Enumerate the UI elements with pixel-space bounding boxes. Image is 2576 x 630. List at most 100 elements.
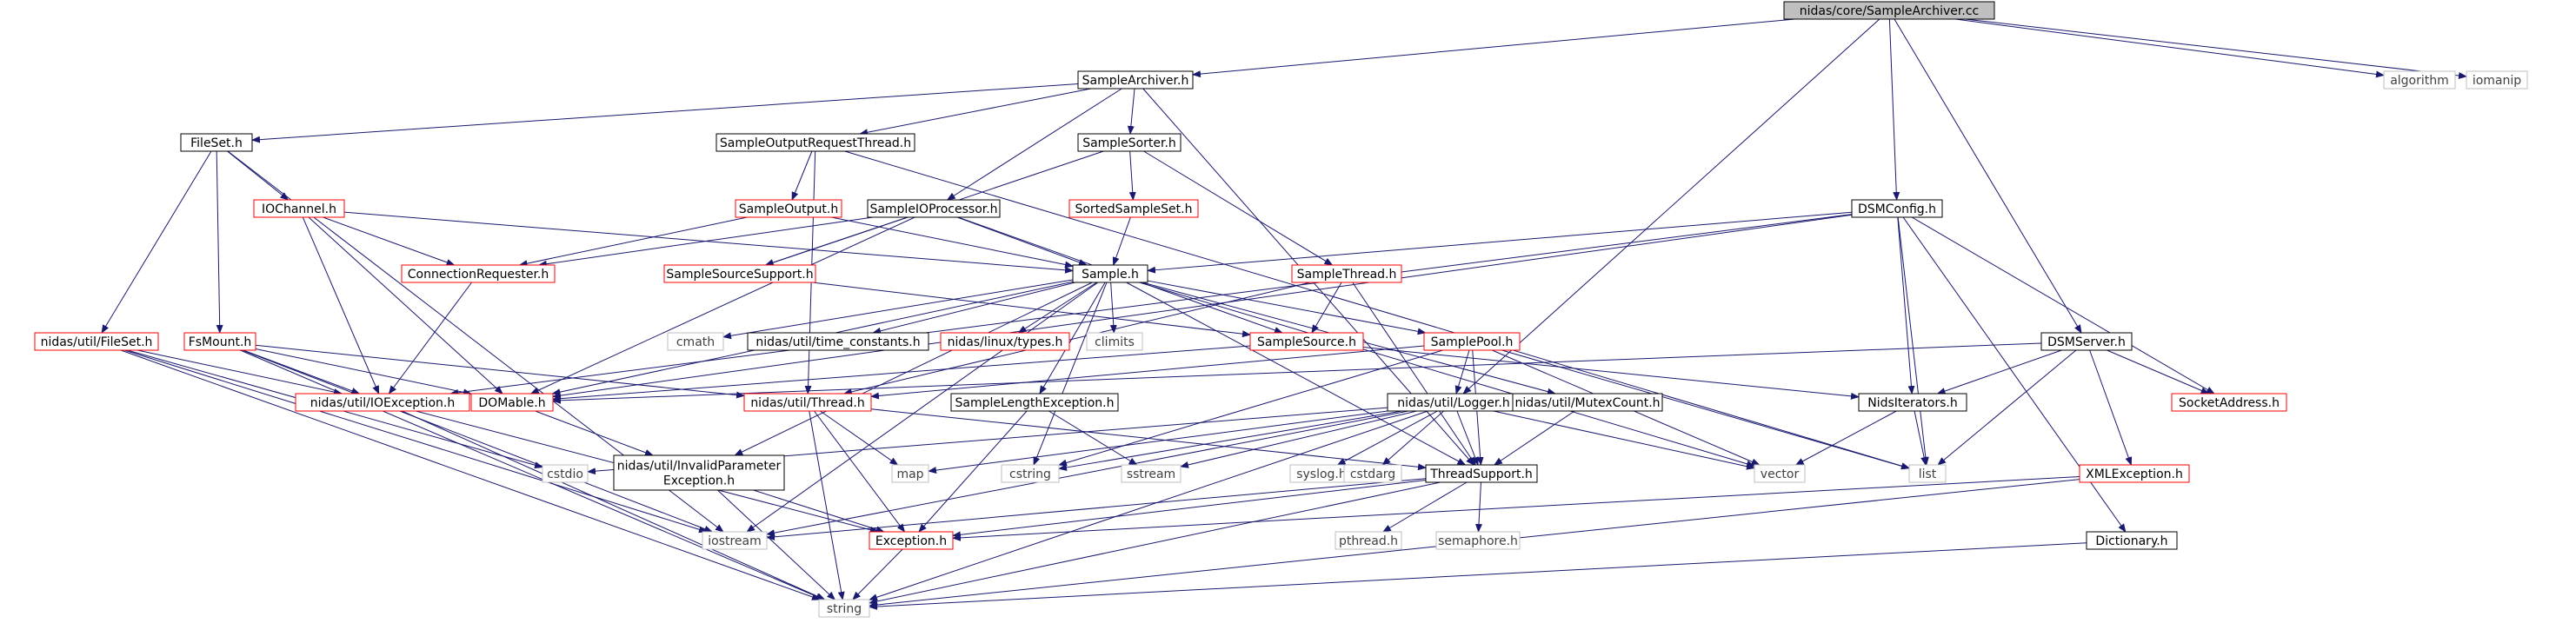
node-connreq_h[interactable]: ConnectionRequester.h <box>401 264 556 283</box>
node-outreq_h[interactable]: SampleOutputRequestThread.h <box>716 133 915 152</box>
node-label-sthread_h: SampleThread.h <box>1297 268 1397 282</box>
node-box-nidsiter_h <box>1858 393 1967 412</box>
node-timeconst_h[interactable]: nidas/util/time_constants.h <box>747 332 929 351</box>
node-box-cstring <box>1001 464 1060 483</box>
node-label-ioproc_h: SampleIOProcessor.h <box>869 202 997 216</box>
node-box-dsmconfig_h <box>1851 199 1943 218</box>
node-label-sstream: sstream <box>1127 468 1175 481</box>
node-fileset_h[interactable]: FileSet.h <box>180 133 253 152</box>
node-label-thread_h: nidas/util/Thread.h <box>750 396 864 410</box>
edge-fsmount_h-to-thread_h <box>255 344 745 399</box>
node-exception_h[interactable]: Exception.h <box>869 531 954 550</box>
edge-invalidparam_h-to-string <box>717 489 836 600</box>
edge-thread_h-to-map <box>820 410 899 466</box>
node-box-dictionary_h <box>2086 531 2178 550</box>
node-box-outreq_h <box>716 133 915 152</box>
edge-mutexcount_h-to-threadsupport_h <box>1494 410 1575 466</box>
edge-archiver_h-to-sorter_h <box>1127 88 1135 135</box>
node-mutexcount_h[interactable]: nidas/util/MutexCount.h <box>1512 393 1663 412</box>
edge-sample_h-to-cstring <box>1033 282 1108 466</box>
edge-root-to-dsmserver_h <box>1894 18 2082 334</box>
node-ioexception_h[interactable]: nidas/util/IOException.h <box>295 393 470 412</box>
node-label-sortedset_h: SortedSampleSet.h <box>1075 202 1192 216</box>
node-archiver_h[interactable]: SampleArchiver.h <box>1077 70 1194 90</box>
node-sthread_h[interactable]: SampleThread.h <box>1291 264 1402 283</box>
node-samplesource_h[interactable]: SampleSource.h <box>1249 332 1364 351</box>
edge-samplepool_h-to-logger_h <box>1454 349 1470 395</box>
edge-fsmount_h-to-string <box>240 349 825 600</box>
node-sample_h[interactable]: Sample.h <box>1072 264 1148 283</box>
node-box-vector <box>1754 464 1806 483</box>
node-label-types_h: nidas/linux/types.h <box>948 335 1063 349</box>
node-domable_h[interactable]: DOMable.h <box>470 393 554 412</box>
node-label-connreq_h: ConnectionRequester.h <box>408 268 549 282</box>
node-dsmconfig_h[interactable]: DSMConfig.h <box>1851 199 1943 218</box>
node-ichannel_h[interactable]: IOChannel.h <box>253 199 345 218</box>
node-box-ioproc_h <box>867 199 1001 218</box>
node-box-sortedset_h <box>1068 199 1199 218</box>
node-label-cmath: cmath <box>676 335 715 349</box>
edge-sample_h-to-lengthexc_h <box>1039 282 1106 395</box>
node-label-socketaddr_h: SocketAddress.h <box>2179 396 2280 410</box>
edge-logger_h-to-string <box>869 410 1428 601</box>
edge-ichannel_h-to-sample_h <box>343 211 1074 274</box>
node-xmlexception_h[interactable]: XMLException.h <box>2079 464 2190 483</box>
edge-archiver_h-to-outreq_h <box>859 88 1091 136</box>
node-box-invalidparam_h <box>613 454 785 491</box>
node-box-threadsupport_h <box>1425 464 1538 483</box>
edge-dsmserver_h-to-socketaddr_h <box>2107 349 2210 395</box>
edge-nidsiter_h-to-list <box>1914 410 1928 466</box>
node-vector: vector <box>1754 464 1806 483</box>
edge-sthread_h-to-threadsupport_h <box>1352 282 1476 466</box>
node-label-dsmserver_h: DSMServer.h <box>2047 335 2126 349</box>
node-box-fsmount_h <box>183 332 256 351</box>
edge-dictionary_h-to-string <box>869 542 2087 610</box>
node-box-sthread_h <box>1291 264 1402 283</box>
node-output_h[interactable]: SampleOutput.h <box>735 199 842 218</box>
node-sorter_h[interactable]: SampleSorter.h <box>1077 133 1181 152</box>
node-root[interactable]: nidas/core/SampleArchiver.cc <box>1783 1 1995 20</box>
node-label-outreq_h: SampleOutputRequestThread.h <box>720 136 911 150</box>
node-samplepool_h[interactable]: SamplePool.h <box>1423 332 1521 351</box>
edge-dsmconfig_h-to-ioexception_h <box>449 214 1853 396</box>
node-lengthexc_h[interactable]: SampleLengthException.h <box>950 393 1119 412</box>
edge-xmlexception_h-to-exception_h <box>952 475 2080 541</box>
node-types_h[interactable]: nidas/linux/types.h <box>940 332 1070 351</box>
edge-logger_h-to-syslog_h <box>1336 410 1438 466</box>
node-label-archiver_h: SampleArchiver.h <box>1082 74 1189 88</box>
edge-ichannel_h-to-domable_h <box>308 216 503 395</box>
edge-sample_h-to-invalidparam_h <box>734 282 1093 456</box>
node-dictionary_h[interactable]: Dictionary.h <box>2086 531 2178 550</box>
node-nidsiter_h[interactable]: NidsIterators.h <box>1858 393 1967 412</box>
node-threadsupport_h[interactable]: ThreadSupport.h <box>1425 464 1538 483</box>
edge-util_fileset_h-to-iostream <box>123 349 708 534</box>
edge-output_h-to-connreq_h <box>518 216 748 268</box>
node-label-fsmount_h: FsMount.h <box>189 335 252 349</box>
node-srcsupport_h[interactable]: SampleSourceSupport.h <box>663 264 816 283</box>
node-label-fileset_h: FileSet.h <box>190 136 243 150</box>
node-box-algorithm <box>2383 70 2456 90</box>
edge-fileset_h-to-fsmount_h <box>216 150 223 334</box>
node-fsmount_h[interactable]: FsMount.h <box>183 332 256 351</box>
node-util_fileset_h[interactable]: nidas/util/FileSet.h <box>34 332 159 351</box>
node-sortedset_h[interactable]: SortedSampleSet.h <box>1068 199 1199 218</box>
node-box-archiver_h <box>1077 70 1194 90</box>
edge-sample_h-to-types_h <box>1017 282 1097 334</box>
node-box-samplesource_h <box>1249 332 1364 351</box>
edge-sorter_h-to-sortedset_h <box>1128 150 1136 201</box>
node-logger_h[interactable]: nidas/util/Logger.h <box>1387 393 1521 412</box>
edge-root-to-algorithm <box>1955 18 2385 78</box>
edge-dsmconfig_h-to-nidsiter_h <box>1897 216 1915 395</box>
node-dsmserver_h[interactable]: DSMServer.h <box>2040 332 2133 351</box>
node-label-root: nidas/core/SampleArchiver.cc <box>1800 4 1979 18</box>
edge-connreq_h-to-ioexception_h <box>388 282 472 395</box>
edge-dsmconfig_h-to-sample_h <box>1147 211 1853 274</box>
edge-sorter_h-to-sthread_h <box>1143 150 1334 266</box>
node-label-nidsiter_h: NidsIterators.h <box>1867 396 1958 410</box>
node-label-threadsupport_h: ThreadSupport.h <box>1429 468 1533 481</box>
node-thread_h[interactable]: nidas/util/Thread.h <box>743 393 872 412</box>
node-ioproc_h[interactable]: SampleIOProcessor.h <box>867 199 1001 218</box>
edge-output_h-to-sample_h <box>831 216 1074 269</box>
node-socketaddr_h[interactable]: SocketAddress.h <box>2171 393 2287 412</box>
